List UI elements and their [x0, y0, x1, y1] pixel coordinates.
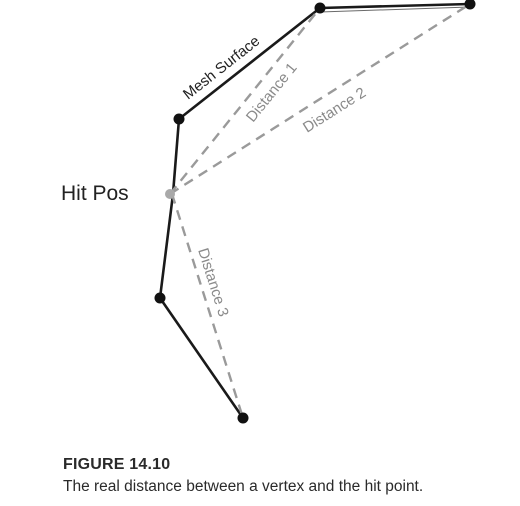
hit-pos-label: Hit Pos	[61, 182, 129, 205]
distance-2-label: Distance 2	[300, 84, 369, 136]
figure-title: FIGURE 14.10	[63, 456, 171, 473]
distance-3-line	[170, 193, 245, 419]
mesh-surface-edge-line	[319, 6, 471, 13]
figure-description: The real distance between a vertex and t…	[63, 478, 424, 495]
vertex-top	[314, 2, 326, 14]
mesh-distance-diagram: Mesh Surface Hit Pos Distance 1 Distance…	[61, 0, 476, 424]
hit-point	[165, 189, 175, 199]
vertex-top-right	[464, 0, 476, 10]
vertex-lower-left	[154, 292, 166, 304]
vertex-upper-left	[173, 113, 185, 125]
mesh-surface-label: Mesh Surface	[180, 33, 263, 104]
distance-2-line	[169, 2, 471, 196]
distance-1-line	[169, 7, 321, 195]
mesh-surface-line	[158, 2, 471, 419]
figure-caption: FIGURE 14.10 The real distance between a…	[63, 456, 513, 497]
vertex-bottom	[237, 412, 249, 424]
